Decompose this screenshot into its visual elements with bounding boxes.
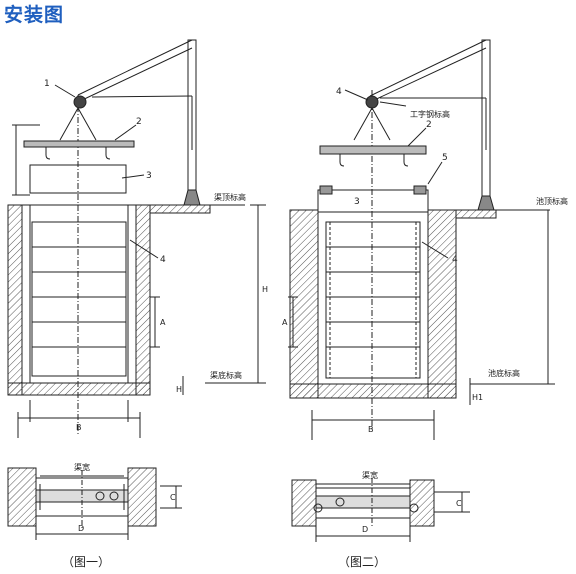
page-title: 安装图	[4, 4, 65, 26]
figure-one	[7, 39, 266, 540]
callout-4-fig2: 4	[452, 255, 458, 265]
callout-4-top: 4	[336, 87, 342, 97]
callout-1: 1	[44, 79, 50, 89]
lifting-beam	[23, 140, 135, 148]
callout-5-fig2: 5	[442, 153, 448, 163]
left-wall-2	[289, 209, 319, 399]
fig1-bottom-level: 渠底标高	[210, 370, 242, 380]
fig2-plan-width: 渠宽	[362, 470, 378, 480]
fig1-dim-a: A	[160, 318, 166, 327]
callout-2: 2	[136, 117, 142, 127]
callout-3: 3	[146, 171, 152, 181]
hoist-block	[73, 95, 87, 109]
plan-view-one	[7, 467, 182, 540]
callout-2-fig2: 2	[426, 120, 432, 130]
ground-slab	[149, 204, 211, 214]
fig2-top-level: 池顶标高	[536, 196, 568, 206]
fig2-dim-b: B	[368, 425, 374, 434]
lifted-gate	[29, 164, 127, 194]
fig1-dim-c: C	[170, 493, 176, 502]
plan-view-two	[291, 478, 470, 542]
fig2-dim-c: C	[456, 499, 462, 508]
right-wall-2	[427, 209, 457, 399]
figure-two	[288, 39, 555, 542]
fig1-dim-h1: H	[176, 385, 182, 394]
fig1-dim-b: B	[76, 423, 82, 432]
fig2-dim-h1: H1	[472, 393, 483, 402]
fig2-beam-level: 工字钢标高	[410, 109, 450, 119]
fig2-caption: （图二）	[338, 555, 386, 569]
fig1-top-level: 渠顶标高	[214, 192, 246, 202]
right-wall	[135, 204, 151, 396]
fig1-plan-width: 渠宽	[74, 462, 90, 472]
left-wall	[7, 204, 23, 396]
fig1-caption: （图一）	[62, 555, 110, 569]
callout-3-fig2: 3	[354, 197, 360, 207]
fig1-dim-h: H	[262, 285, 268, 294]
fig2-bottom-level: 池底标高	[488, 368, 520, 378]
channel-floor	[7, 382, 151, 396]
callout-4: 4	[160, 255, 166, 265]
fig2-dim-a: A	[282, 318, 288, 327]
fig2-dim-d: D	[362, 525, 368, 534]
gate-leaf	[31, 221, 127, 377]
fig1-dim-d: D	[78, 524, 84, 533]
